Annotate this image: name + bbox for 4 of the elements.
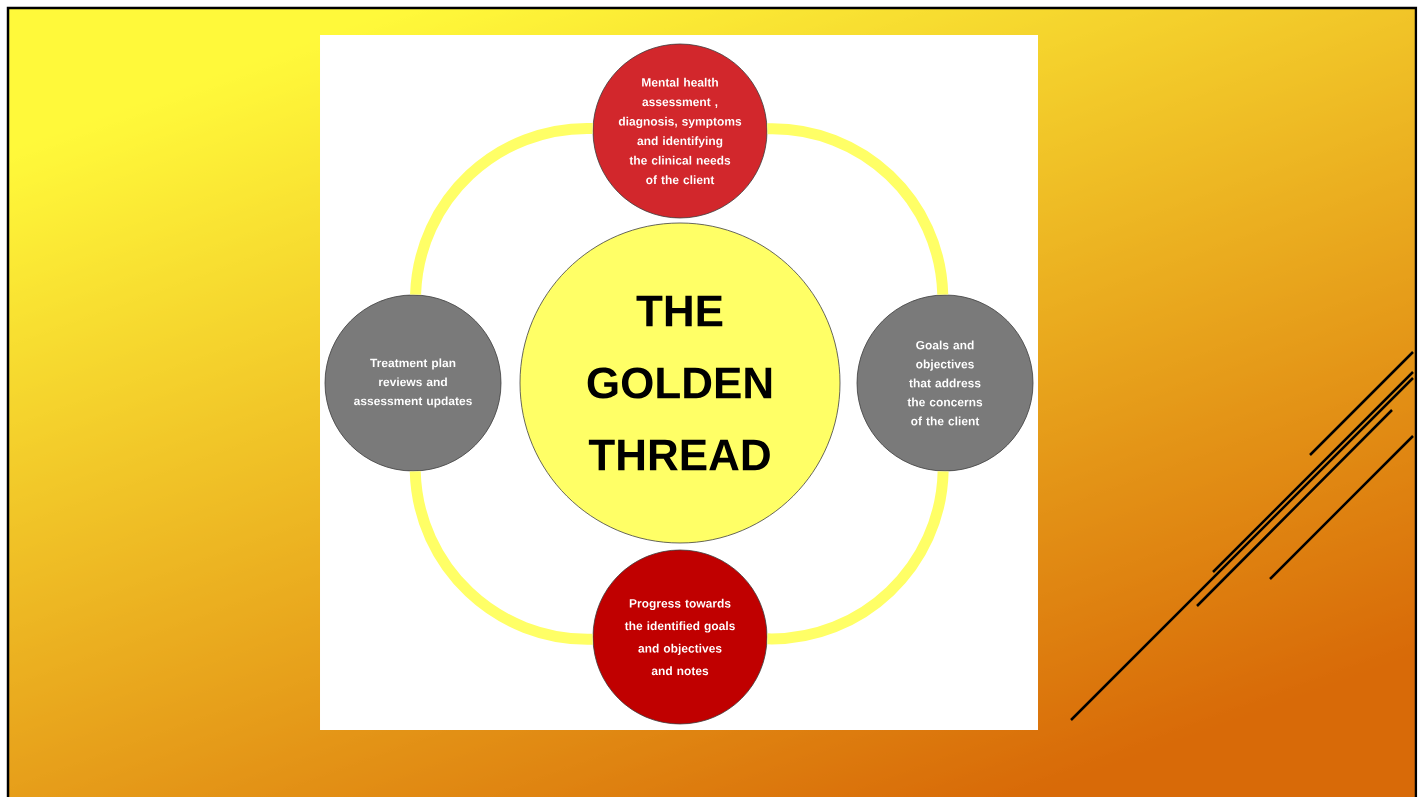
ring-arc xyxy=(767,123,949,296)
ring-arc xyxy=(409,470,593,645)
ring-arc xyxy=(767,470,949,645)
ring-arc xyxy=(410,122,593,296)
